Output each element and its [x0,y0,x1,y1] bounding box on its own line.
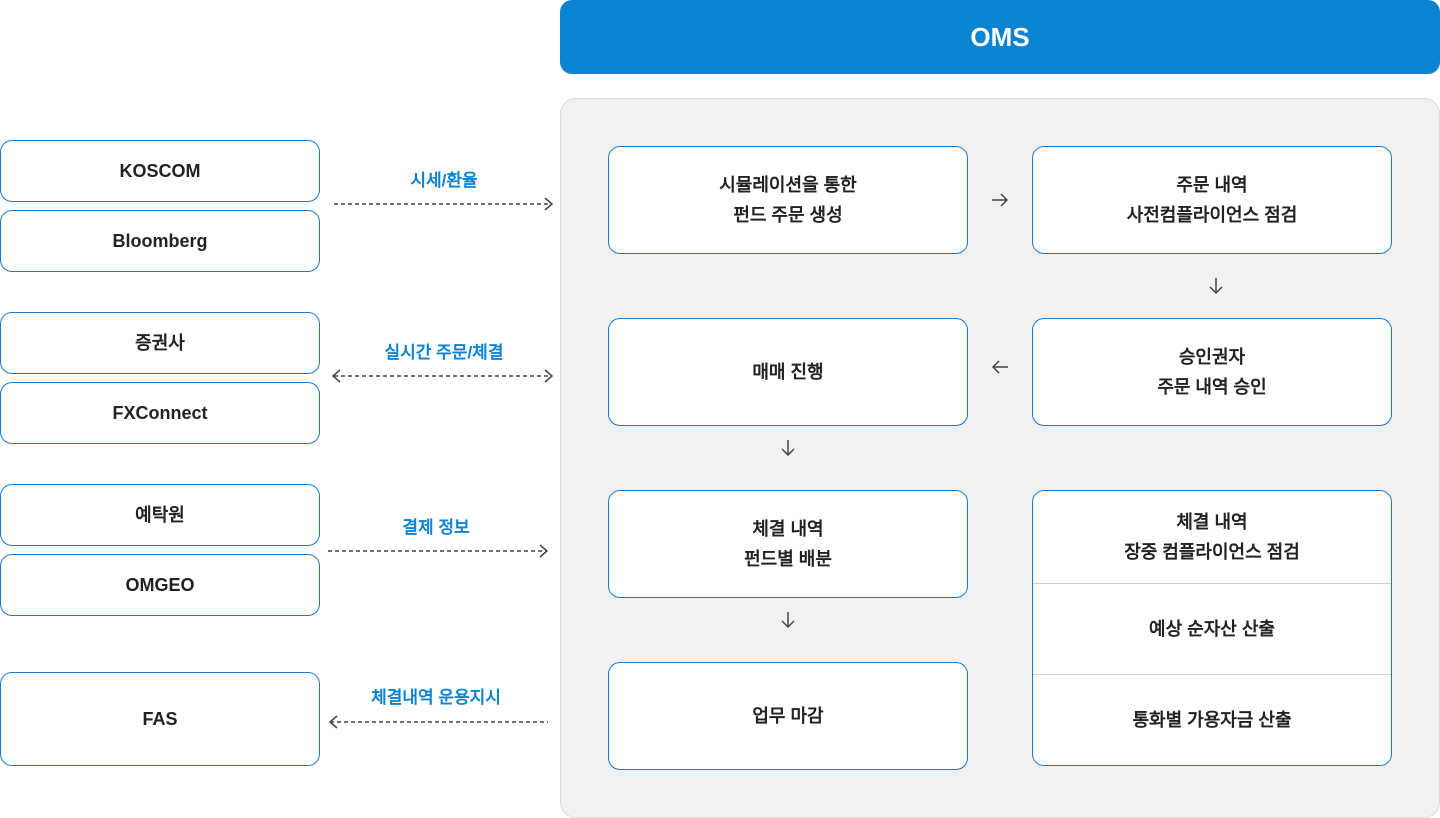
step-intraday-compliance-line-2: 장중 컴플라이언스 점검 [1124,542,1300,562]
connector-execution-instructions [328,715,548,729]
source-brokerage-label: 증권사 [135,333,185,353]
step-pre-compliance-line-1: 주문 내역 [1176,175,1248,195]
arrow-left-icon [991,360,1008,374]
step-simulation: 시뮬레이션을 통한 펀드 주문 생성 [608,146,968,254]
arrow-down-icon [781,612,795,629]
arrow-down-icon [781,440,795,457]
source-bloomberg-label: Bloomberg [112,231,208,251]
step-simulation-line-1: 시뮬레이션을 통한 [719,175,857,195]
step-closing-line-1: 업무 마감 [752,706,824,726]
step-approval: 승인권자 주문 내역 승인 [1032,318,1392,426]
source-fxconnect-label: FXConnect [112,403,208,423]
connector-realtime-orders [331,369,554,383]
step-intraday-compliance-line-1: 체결 내역 [1176,512,1248,532]
source-brokerage: 증권사 [0,312,320,374]
connector-settlement-info [328,544,549,558]
source-koscom-label: KOSCOM [119,161,201,181]
oms-title: OMS [970,21,1030,52]
step-allocation: 체결 내역 펀드별 배분 [608,490,968,598]
step-trading: 매매 진행 [608,318,968,426]
connection-label-settlement-info: 결제 정보 [402,518,470,537]
source-depository-label: 예탁원 [135,505,185,525]
source-koscom: KOSCOM [0,140,320,202]
connection-label-execution-instructions: 체결내역 운용지시 [371,688,501,707]
source-fas: FAS [0,672,320,766]
source-bloomberg: Bloomberg [0,210,320,272]
step-available-funds-line-1: 통화별 가용자금 산출 [1132,710,1292,730]
step-trading-line-1: 매매 진행 [752,362,824,382]
connector-market-data [334,197,554,211]
step-approval-line-2: 주문 내역 승인 [1157,377,1267,397]
step-closing: 업무 마감 [608,662,968,770]
step-approval-line-1: 승인권자 [1178,347,1246,367]
step-allocation-line-2: 펀드별 배분 [744,549,832,569]
step-allocation-line-1: 체결 내역 [752,519,824,539]
step-pre-compliance: 주문 내역 사전컴플라이언스 점검 [1032,146,1392,254]
arrow-down-icon [1209,278,1223,295]
step-nav-estimate: 예상 순자산 산출 [1033,583,1391,674]
source-omgeo-label: OMGEO [125,575,195,595]
arrow-right-icon [992,193,1009,207]
step-pre-compliance-line-2: 사전컴플라이언스 점검 [1126,205,1298,225]
source-depository: 예탁원 [0,484,320,546]
step-intraday-compliance: 체결 내역 장중 컴플라이언스 점검 [1033,491,1391,583]
connection-label-realtime-orders: 실시간 주문/체결 [384,343,504,362]
post-trade-checks: 체결 내역 장중 컴플라이언스 점검 예상 순자산 산출 통화별 가용자금 산출 [1032,490,1392,766]
oms-header: OMS [560,0,1440,74]
step-simulation-line-2: 펀드 주문 생성 [733,205,843,225]
source-omgeo: OMGEO [0,554,320,616]
source-fxconnect: FXConnect [0,382,320,444]
step-available-funds: 통화별 가용자금 산출 [1033,674,1391,765]
connection-label-market-data: 시세/환율 [410,171,478,190]
step-nav-estimate-line-1: 예상 순자산 산출 [1149,619,1275,639]
source-fas-label: FAS [142,709,178,729]
